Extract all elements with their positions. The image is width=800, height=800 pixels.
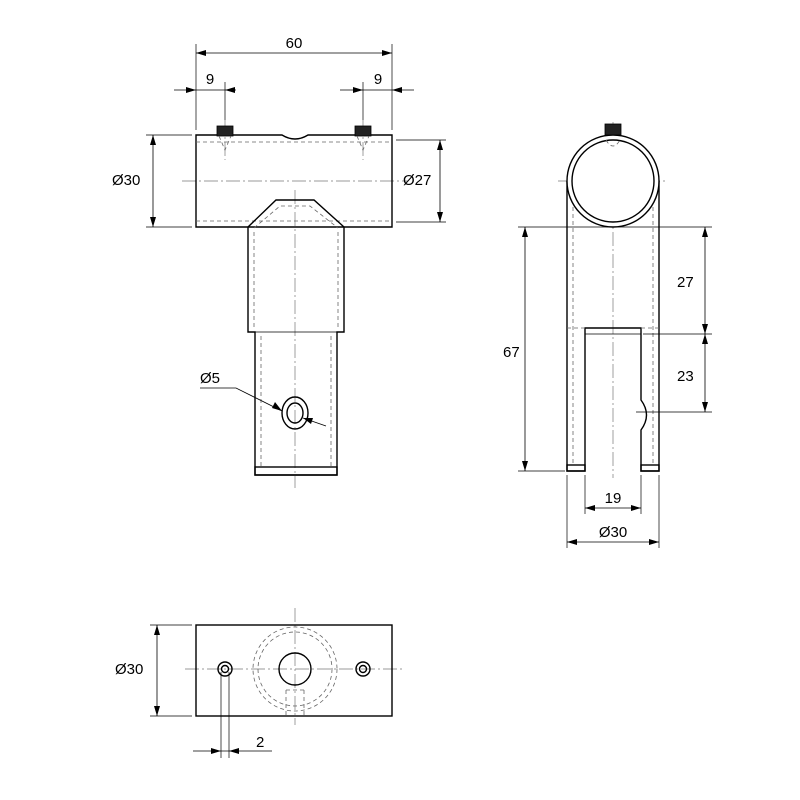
side-dimensions: 67 27 23 19 Ø30 [503, 226, 712, 548]
right-set-screw [354, 125, 372, 137]
arrow-d30-top [150, 135, 156, 145]
top-body-outline [195, 624, 393, 717]
arrow-23-top [702, 334, 708, 344]
leader-d5 [200, 387, 283, 412]
arrow-23-bottom [702, 402, 708, 412]
label-left-offset: 9 [206, 71, 214, 88]
side-tube-outer [566, 134, 660, 228]
front-view [182, 120, 408, 488]
top-stem-outer-hidden [252, 626, 338, 712]
side-screw-hole [605, 139, 621, 147]
arrow-d30t-top [154, 625, 160, 635]
arrow-27-bottom [702, 324, 708, 334]
arrow-9-left-b [225, 87, 235, 93]
arrow-d5-a [272, 402, 282, 411]
label-side-total-height: 67 [503, 344, 520, 361]
stem-upper-outline [247, 227, 345, 476]
stem-inner-hidden [253, 205, 339, 467]
top-left-screw-outer [217, 661, 233, 677]
side-set-screw [604, 123, 622, 136]
arrow-d27-bottom [437, 212, 443, 222]
arrow-d30t-bottom [154, 706, 160, 716]
label-right-offset: 9 [374, 71, 382, 88]
arrow-67-top [522, 227, 528, 237]
cross-hole-inner [286, 402, 304, 424]
arrow-60-right [382, 50, 392, 56]
arrow-d5-b [303, 418, 313, 424]
label-tube-outer-front: Ø30 [112, 172, 140, 189]
arrow-19-right [631, 505, 641, 511]
arrow-9-left-a [186, 87, 196, 93]
left-screw-hole [218, 135, 232, 152]
label-side-slot-height: 23 [677, 368, 694, 385]
arrow-60-left [196, 50, 206, 56]
arrow-d30s-right [649, 539, 659, 545]
side-foot-right [640, 464, 660, 472]
side-view [558, 122, 668, 478]
arrow-9-right-a [353, 87, 363, 93]
label-top-width: Ø30 [115, 661, 143, 678]
stem-chamfered-top [247, 199, 345, 228]
side-foot-left [566, 464, 586, 472]
top-dimensions: Ø30 2 [115, 624, 272, 758]
label-overall-width: 60 [286, 35, 303, 52]
top-slot-hidden [285, 689, 305, 716]
label-top-offset: 2 [256, 734, 264, 751]
front-dimensions: 60 9 9 Ø30 Ø27 Ø5 [112, 35, 446, 427]
left-set-screw [216, 125, 234, 137]
arrow-19-left [585, 505, 595, 511]
arrow-d30-bottom [150, 217, 156, 227]
arrow-27-top [702, 227, 708, 237]
label-tube-inner-front: Ø27 [403, 172, 431, 189]
arrow-2-left [211, 748, 221, 754]
top-right-screw-outer [355, 661, 371, 677]
top-right-screw-inner [358, 664, 368, 674]
arrow-2-right [229, 748, 239, 754]
right-screw-hole [356, 135, 370, 152]
tube-body-outline [195, 134, 393, 228]
top-left-screw-inner [220, 664, 230, 674]
label-slot-width: 19 [605, 490, 622, 507]
arrow-d27-top [437, 140, 443, 150]
top-stem-inner-hidden [257, 631, 333, 707]
label-side-upper-height: 27 [677, 274, 694, 291]
label-side-outer-dia: Ø30 [599, 524, 627, 541]
arrow-9-right-b [392, 87, 402, 93]
label-hole-dia: Ø5 [200, 370, 220, 387]
top-view [185, 608, 405, 725]
cross-hole-outer [281, 396, 309, 430]
arrow-67-bottom [522, 461, 528, 471]
arrow-d30s-left [567, 539, 577, 545]
stem-foot [254, 466, 338, 476]
top-center-hole [278, 652, 312, 686]
side-tube-inner [571, 139, 655, 223]
